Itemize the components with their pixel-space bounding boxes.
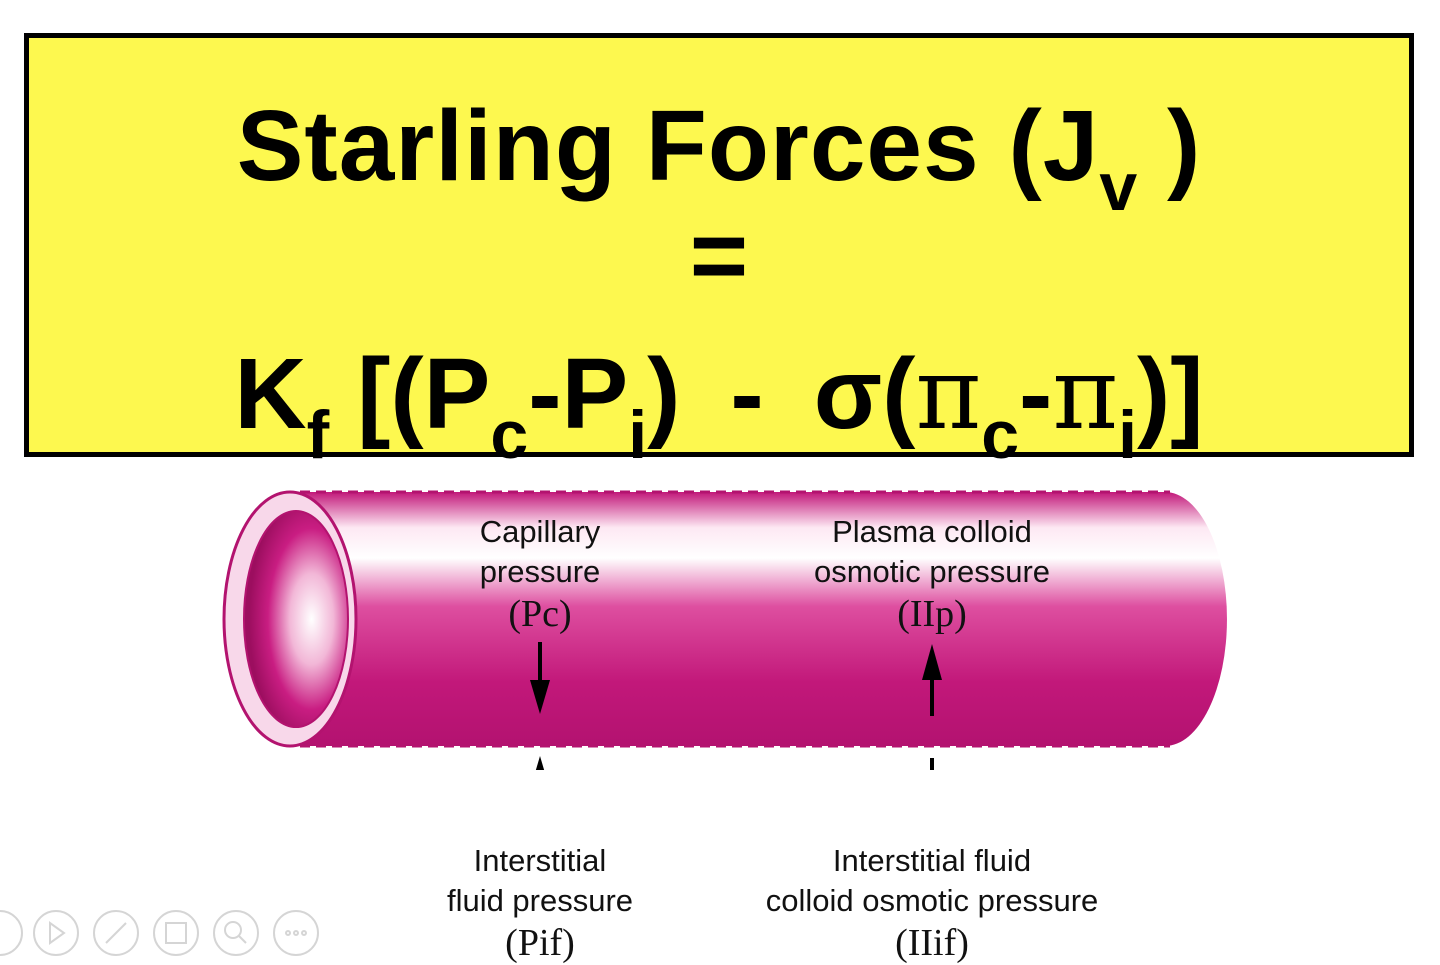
- eq-pi-c: π: [915, 335, 982, 452]
- label-text: osmotic pressure: [813, 554, 1051, 589]
- capillary-tube: [222, 490, 1227, 748]
- label-plasma-colloid: Plasma colloid osmotic pressure (IIp): [782, 512, 1082, 636]
- eq-close2: )]: [1136, 338, 1204, 450]
- label-interstitial-pressure: Interstitial fluid pressure (Pif): [410, 841, 670, 965]
- more-icon[interactable]: [273, 910, 319, 956]
- eq-k: K: [234, 338, 307, 450]
- formula-title: Starling Forces (Jv ): [29, 86, 1409, 225]
- eq-pi-i-sub: i: [1118, 397, 1137, 473]
- arrow-plasma-colloid: [922, 644, 942, 716]
- label-text: fluid pressure: [446, 883, 634, 918]
- label-abbr: (Pc): [508, 593, 572, 635]
- label-abbr: (IIif): [895, 922, 969, 964]
- title-subscript: v: [1099, 149, 1139, 225]
- formula-equals: =: [689, 200, 749, 312]
- label-text: Interstitial: [473, 843, 607, 878]
- eq-pi-c-sub: c: [981, 397, 1020, 473]
- label-abbr: (IIp): [897, 593, 967, 635]
- pen-icon[interactable]: [93, 910, 139, 956]
- eq-pi-i: π: [1052, 335, 1119, 452]
- label-text: pressure: [479, 554, 601, 589]
- label-interstitial-colloid: Interstitial fluid colloid osmotic press…: [732, 841, 1132, 965]
- slideshow-controls: [0, 910, 319, 956]
- rewind-icon[interactable]: [0, 910, 23, 956]
- label-text: Plasma colloid: [832, 514, 1032, 549]
- label-abbr: (Pif): [505, 922, 575, 964]
- zoom-icon[interactable]: [213, 910, 259, 956]
- eq-minus2: -: [1019, 338, 1053, 450]
- capillary-diagram: [222, 490, 1227, 770]
- arrow-capillary-pressure: [530, 642, 550, 714]
- label-text: Capillary: [479, 514, 601, 549]
- eq-minus-mid: -: [730, 338, 764, 450]
- play-icon[interactable]: [33, 910, 79, 956]
- grid-icon[interactable]: [153, 910, 199, 956]
- formula-equation: Kf [(Pc-Pi)-σ(πc-πi)]: [29, 334, 1409, 473]
- eq-pc-sub: c: [490, 397, 529, 473]
- label-text: Interstitial fluid: [832, 843, 1032, 878]
- formula-box: Starling Forces (Jv ) = Kf [(Pc-Pi)-σ(πc…: [24, 33, 1414, 473]
- eq-close1: ): [647, 338, 681, 450]
- eq-pi-sub: i: [628, 397, 648, 473]
- arrow-interstitial-colloid: [930, 758, 934, 770]
- label-capillary-pressure: Capillary pressure (Pc): [440, 512, 640, 636]
- eq-k-sub: f: [306, 397, 330, 473]
- eq-sigma: σ(: [813, 338, 916, 450]
- title-close: ): [1138, 90, 1202, 202]
- title-text: Starling Forces (J: [236, 90, 1100, 202]
- eq-minus-p: -P: [528, 338, 629, 450]
- arrow-interstitial-pressure: [535, 756, 545, 770]
- eq-open: [(P: [329, 338, 491, 450]
- label-text: colloid osmotic pressure: [765, 883, 1099, 918]
